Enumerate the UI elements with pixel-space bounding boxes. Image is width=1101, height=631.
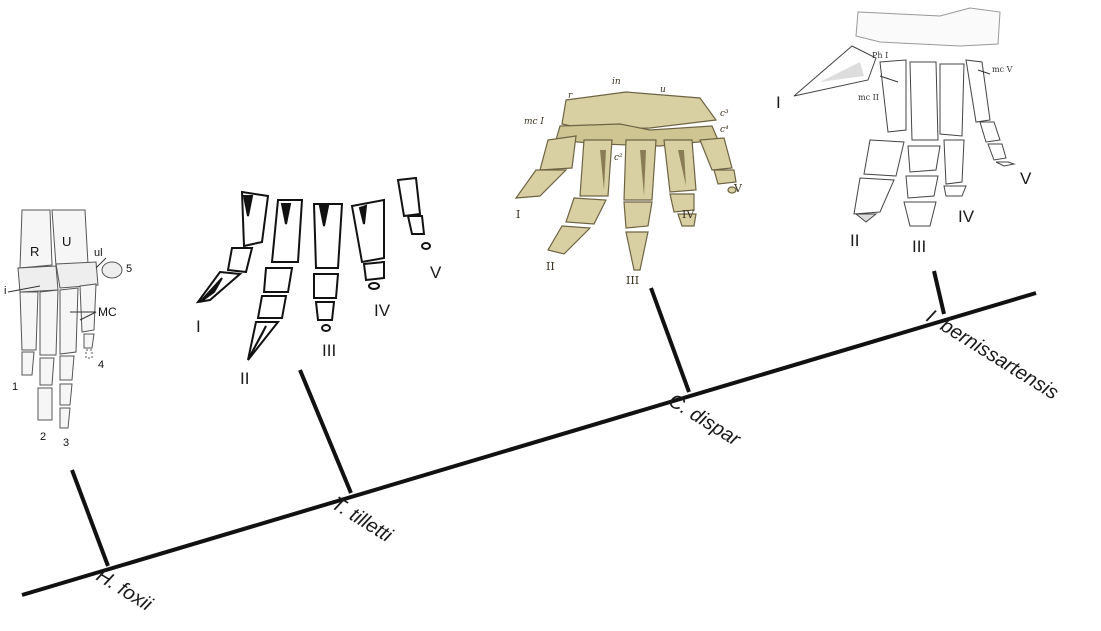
hand-illustration-i-bernissartensis xyxy=(794,8,1014,226)
foxii-label-ulna: U xyxy=(62,234,71,249)
foxii-label-intermedium: i xyxy=(4,285,6,297)
dispar-label-mc-I: mc I xyxy=(524,117,544,127)
bernissartensis-digit-III: III xyxy=(912,237,926,256)
dispar-label-c2: c² xyxy=(614,153,623,163)
tilletti-digit-I: I xyxy=(196,317,201,336)
tilletti-digit-IV: IV xyxy=(374,301,391,320)
foxii-digit-5: 5 xyxy=(126,263,132,275)
branch-h-foxii xyxy=(72,470,108,566)
tilletti-digit-II: II xyxy=(240,369,249,388)
dispar-digit-I: I xyxy=(516,208,520,221)
dispar-digit-II: II xyxy=(546,260,555,273)
cladogram-lines xyxy=(22,271,1036,595)
foxii-digit-3: 3 xyxy=(63,437,69,449)
dispar-label-c3: c³ xyxy=(720,109,729,119)
taxon-label-t-tilletti: T. tilletti xyxy=(327,493,396,547)
tilletti-digit-III: III xyxy=(322,341,336,360)
bernissartensis-label-mc-V: mc V xyxy=(992,65,1013,74)
foxii-label-metacarpals: MC xyxy=(98,305,117,319)
dispar-label-ulnare: u xyxy=(660,85,666,95)
bernissartensis-digit-I: I xyxy=(776,93,781,112)
hand-illustration-c-dispar xyxy=(516,92,736,270)
dispar-label-c4: c⁴ xyxy=(720,125,729,135)
branch-c-dispar xyxy=(651,288,689,392)
bernissartensis-digit-V: V xyxy=(1020,169,1032,188)
bernissartensis-digit-IV: IV xyxy=(958,207,975,226)
taxon-label-h-foxii: H. foxii xyxy=(92,565,156,616)
hand-illustration-t-tilletti xyxy=(198,178,430,360)
taxon-label-i-bernissartensis: I. bernissartensis xyxy=(922,306,1062,405)
dispar-label-intermedium: in xyxy=(612,77,621,87)
branch-t-tilletti xyxy=(300,370,351,493)
bernissartensis-label-mc-II: mc II xyxy=(858,93,879,102)
foxii-label-ulnare: ul xyxy=(94,247,103,259)
dispar-label-radiale: r xyxy=(568,91,573,101)
main-axis xyxy=(22,293,1036,595)
foxii-digit-4: 4 xyxy=(98,359,104,371)
dispar-digit-V: V xyxy=(733,182,743,195)
bernissartensis-digit-II: II xyxy=(850,231,859,250)
tilletti-digit-V: V xyxy=(430,263,442,282)
dispar-digit-III: III xyxy=(626,274,639,287)
foxii-digit-1: 1 xyxy=(12,381,18,393)
bernissartensis-label-ph-I: Ph I xyxy=(872,51,888,60)
foxii-digit-2: 2 xyxy=(40,431,46,443)
taxon-label-c-dispar: C. dispar xyxy=(664,390,745,452)
foxii-label-radius: R xyxy=(30,244,39,259)
dispar-digit-IV: IV xyxy=(682,208,695,221)
